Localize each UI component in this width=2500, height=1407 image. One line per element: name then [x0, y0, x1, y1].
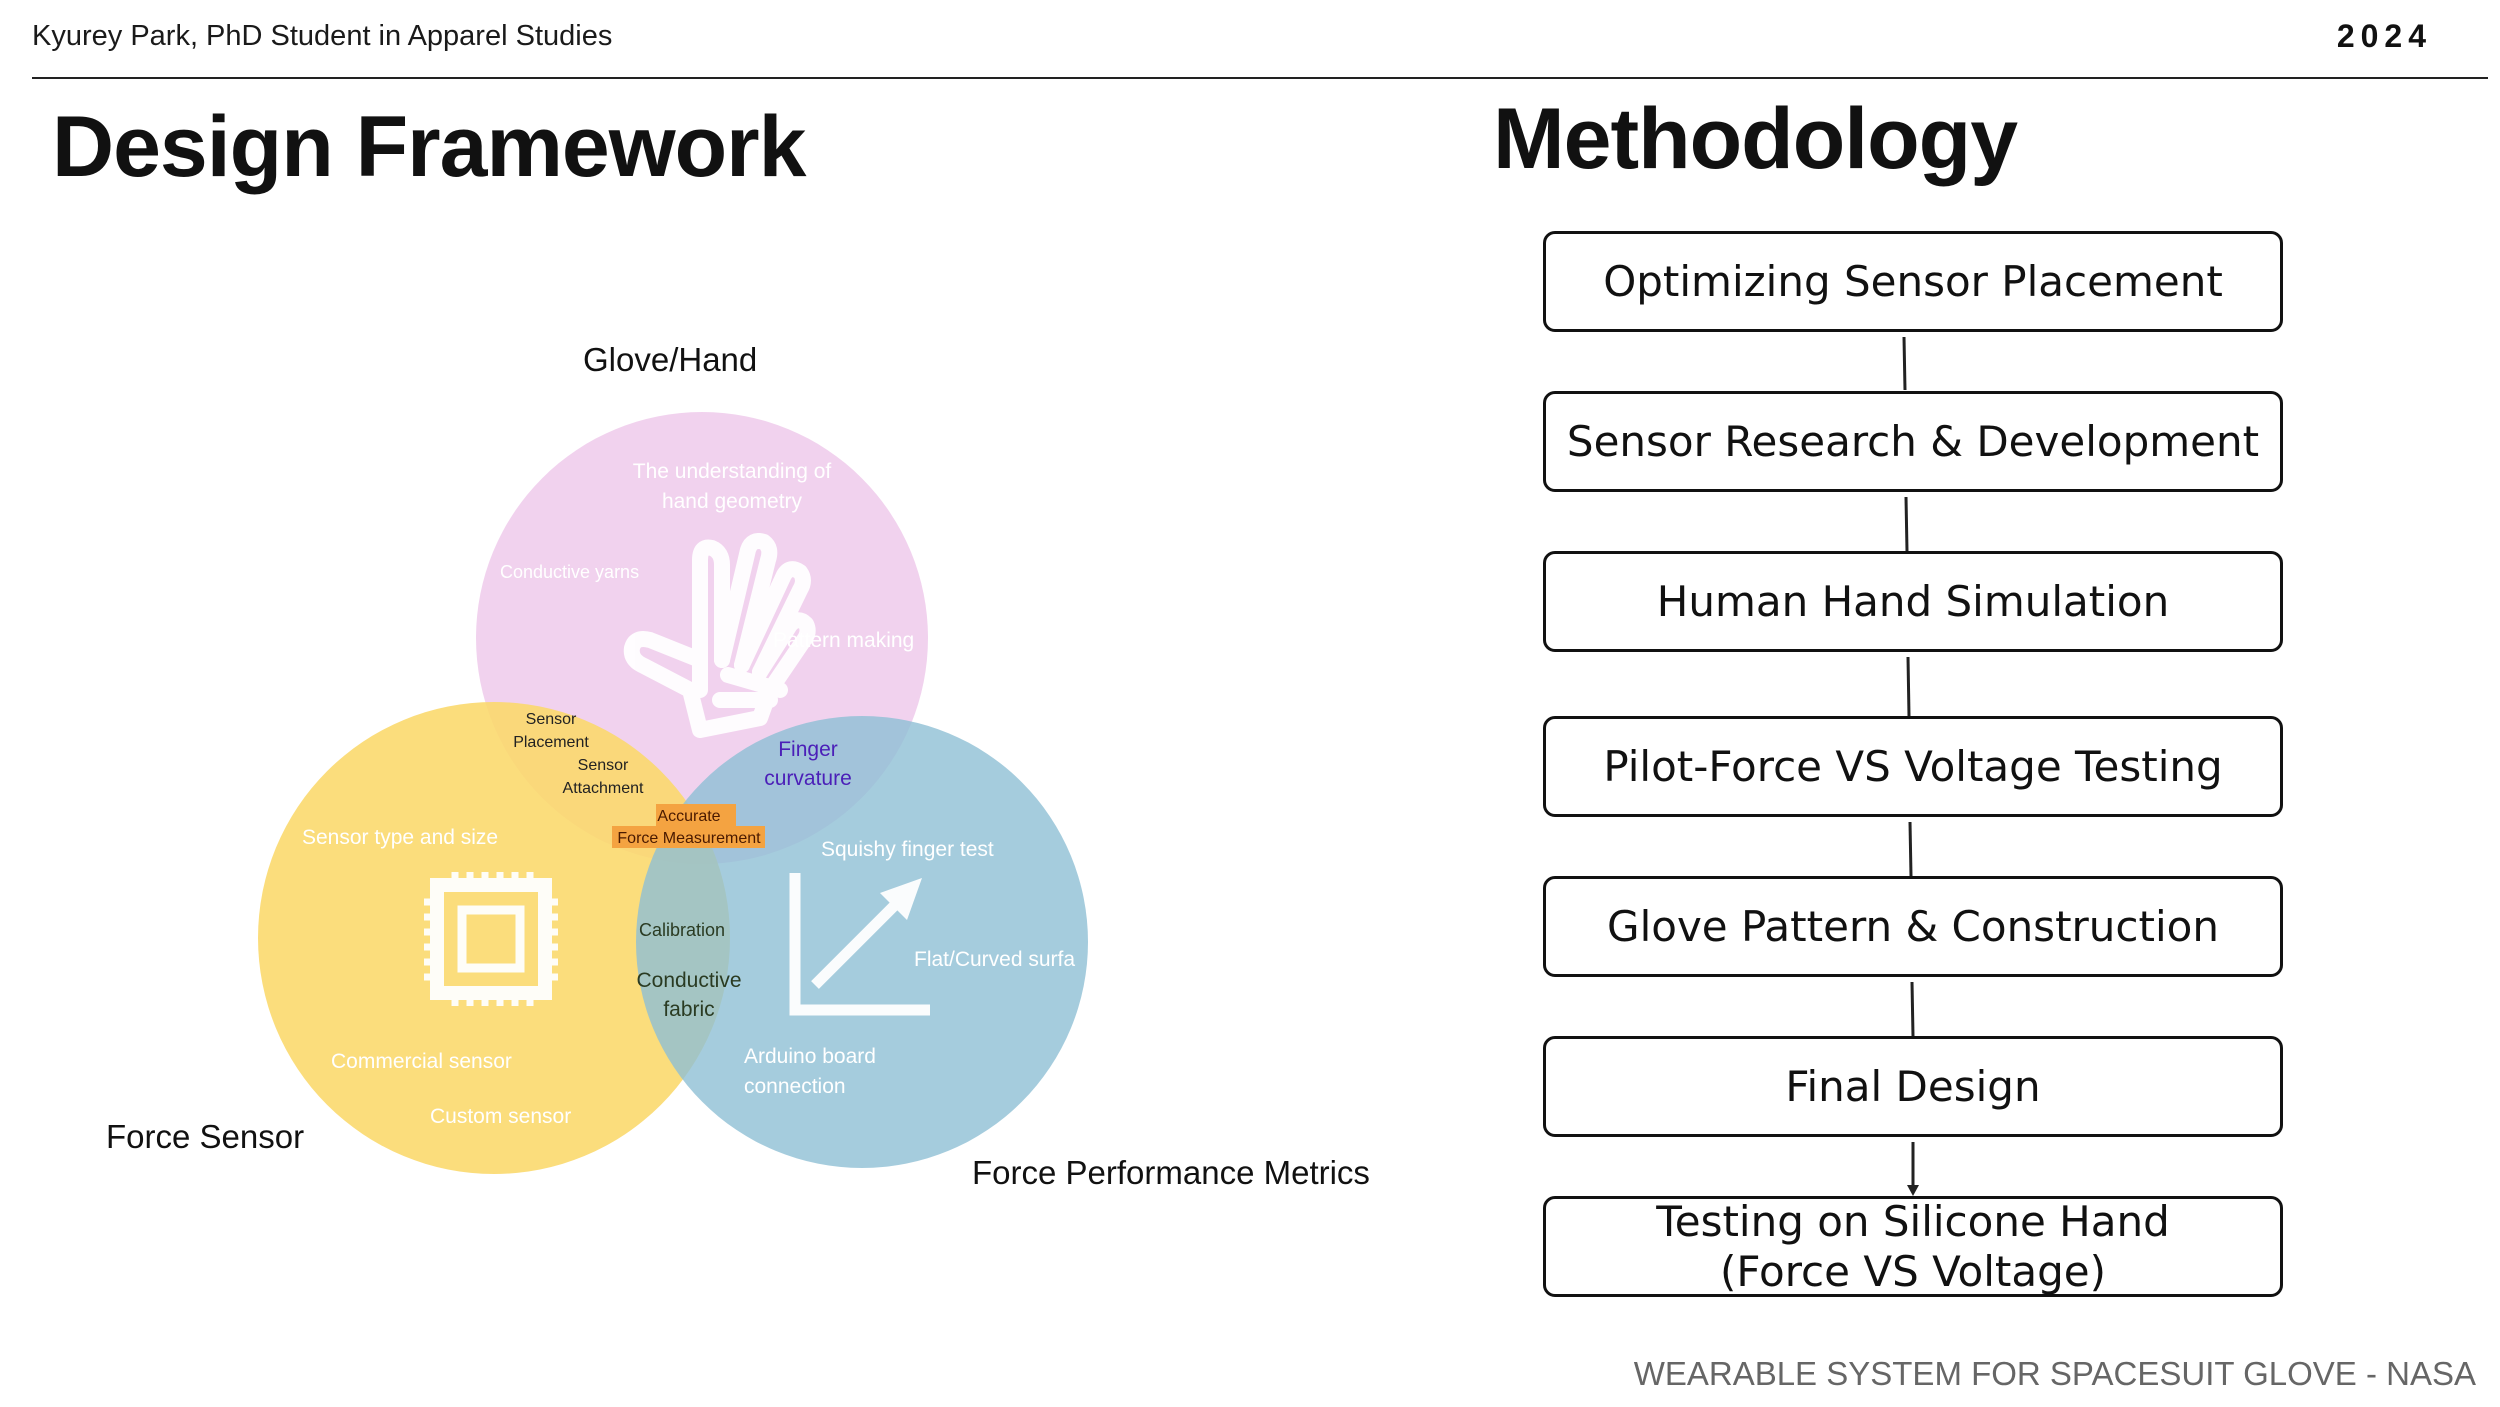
venn-circle-sensor: [258, 702, 730, 1174]
methodology-step: Sensor Research & Development: [1543, 391, 2283, 492]
label-glove-hand: Glove/Hand: [583, 341, 757, 378]
header-year: 2024: [2336, 18, 2432, 54]
chip-icon: [424, 872, 558, 1006]
metrics-item: connection: [744, 1075, 846, 1098]
metrics-item: Flat/Curved surfa: [914, 948, 1075, 971]
finger-curvature: curvature: [764, 767, 852, 790]
overlap-item: fabric: [663, 998, 714, 1021]
finger-curvature: Finger: [778, 738, 838, 761]
glove-item: Conductive yarns: [500, 562, 639, 582]
sensor-item: Commercial sensor: [331, 1050, 512, 1073]
methodology-step: Optimizing Sensor Placement: [1543, 231, 2283, 332]
label-force-metrics: Force Performance Metrics: [972, 1154, 1370, 1191]
methodology-step: Human Hand Simulation: [1543, 551, 2283, 652]
glove-item: hand geometry: [662, 490, 803, 513]
overlap-item: Conductive: [636, 969, 741, 992]
sensor-item: Custom sensor: [430, 1105, 571, 1128]
overlap-item: Placement: [513, 734, 589, 751]
center-highlight: [656, 804, 736, 826]
footer-caption: WEARABLE SYSTEM FOR SPACESUIT GLOVE - NA…: [1633, 1355, 2476, 1392]
metrics-item: Arduino board: [744, 1045, 876, 1068]
glove-item: The understanding of: [633, 460, 832, 483]
label-force-sensor: Force Sensor: [106, 1118, 304, 1155]
methodology-step: Pilot-Force VS Voltage Testing: [1543, 716, 2283, 817]
methodology-step: Final Design: [1543, 1036, 2283, 1137]
header-author: Kyurey Park, PhD Student in Apparel Stud…: [32, 20, 613, 52]
overlap-item: Calibration: [639, 920, 725, 940]
center-highlight: [612, 826, 765, 848]
methodology-title: Methodology: [1493, 91, 2018, 187]
overlap-item: Sensor: [526, 711, 577, 728]
methodology-step: Testing on Silicone Hand (Force VS Volta…: [1543, 1196, 2283, 1297]
center-label: Accurate: [657, 808, 720, 825]
venn-diagram: Glove/Hand Force Sensor Force Performanc…: [106, 341, 1370, 1191]
header-divider: [32, 77, 2488, 79]
center-label: Force Measurement: [617, 830, 761, 847]
hand-icon: [623, 533, 816, 738]
overlap-item: Attachment: [563, 780, 644, 797]
chart-arrow-icon: [789, 873, 930, 1016]
arrowhead-icon: [1907, 1185, 1919, 1196]
metrics-item: Squishy finger test: [821, 838, 994, 861]
methodology-step: Glove Pattern & Construction: [1543, 876, 2283, 977]
design-framework-title: Design Framework: [52, 99, 806, 195]
sensor-item: Sensor type and size: [302, 826, 498, 849]
overlap-item: Sensor: [578, 757, 629, 774]
glove-item: Pattern making: [773, 629, 914, 652]
